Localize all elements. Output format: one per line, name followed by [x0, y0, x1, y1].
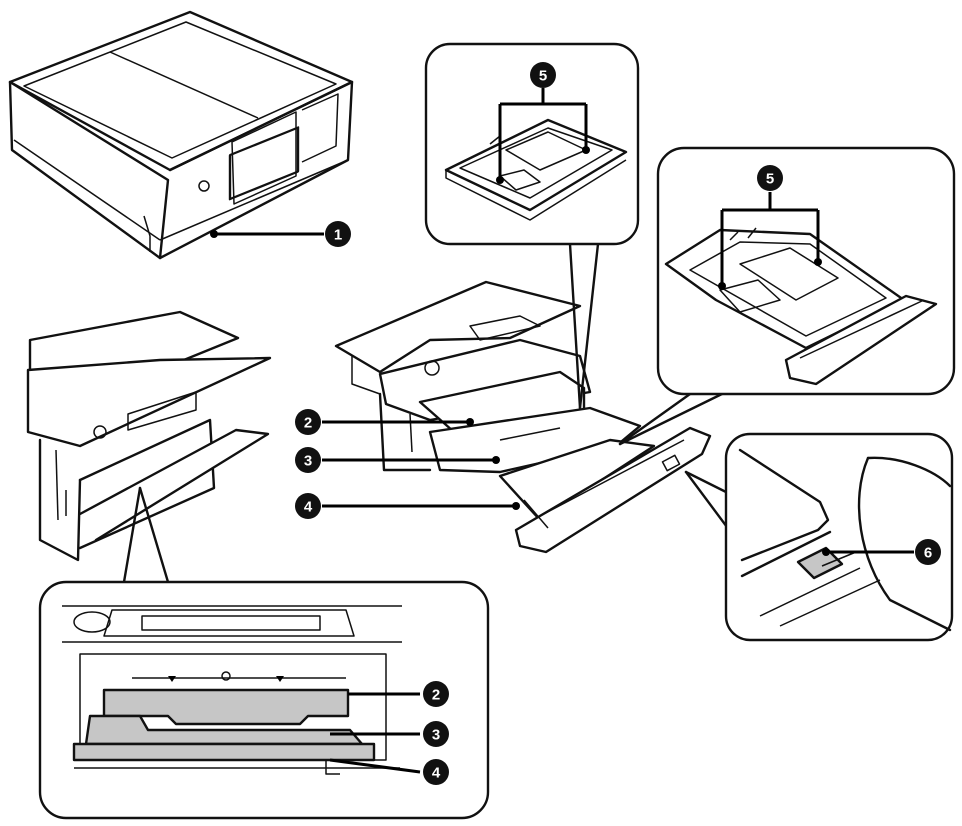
callout-4-center: 4	[295, 493, 321, 519]
callout-6-number: 6	[924, 545, 932, 562]
printer-overview	[8, 10, 354, 260]
printer-trays-extended	[334, 280, 712, 554]
zoom-box-cassette	[656, 146, 956, 396]
callout-6: 6	[915, 539, 941, 565]
callout-4-number: 4	[432, 765, 441, 782]
zoom-box-photo-tray	[424, 42, 640, 246]
callout-4-zoom: 4	[423, 759, 449, 785]
leaders-5-right	[718, 192, 822, 290]
callout-2-number: 2	[304, 415, 312, 432]
leader-1	[210, 230, 324, 238]
callout-3-center: 3	[295, 447, 321, 473]
callout-1: 1	[325, 221, 351, 247]
callout-2-zoom: 2	[423, 681, 449, 707]
callout-5-number: 5	[539, 68, 547, 85]
callout-1-number: 1	[334, 227, 342, 244]
leader-6	[822, 548, 914, 556]
leaders-zoom-slots	[329, 692, 421, 774]
zoom-box-slots	[38, 580, 490, 820]
callout-5-number: 5	[766, 171, 774, 188]
zoom-cone-top	[568, 242, 600, 410]
callout-3-zoom: 3	[423, 721, 449, 747]
callout-5-top: 5	[530, 62, 556, 88]
callout-2-center: 2	[295, 409, 321, 435]
printer-open-front	[26, 310, 272, 562]
zoom-box-label	[724, 432, 954, 642]
callout-4-number: 4	[304, 499, 313, 516]
zoom-cone-front	[122, 486, 170, 584]
callout-3-number: 3	[304, 453, 312, 470]
leaders-5-top	[496, 88, 590, 184]
callout-5-right: 5	[757, 165, 783, 191]
callout-3-number: 3	[432, 727, 440, 744]
leaders-center	[322, 418, 520, 510]
callout-2-number: 2	[432, 687, 440, 704]
zoom-cone-right	[618, 390, 728, 446]
